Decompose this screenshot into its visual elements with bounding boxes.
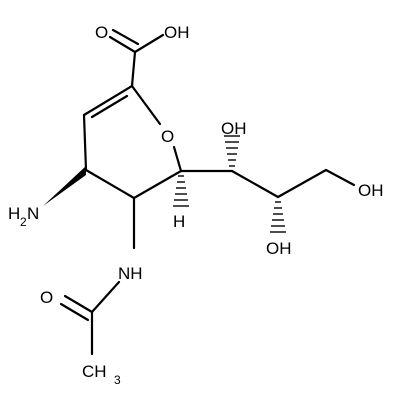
bond-c2-c3-a (82, 84, 134, 117)
label-c7-oh: OH (221, 119, 247, 138)
label-c9-oh: OH (358, 181, 384, 200)
label-carboxyl-oh: OH (164, 23, 190, 42)
bond-c6-ring-o (172, 145, 183, 173)
bond-c7-c8 (230, 169, 280, 199)
bond-c9-oh (324, 168, 356, 187)
label-amino-subscript: 2 (20, 215, 27, 229)
label-methyl-c: CH (82, 362, 107, 381)
bond-carboxyl-double-o-a (108, 35, 137, 54)
bond-carbonyl-o-b (59, 302, 90, 322)
bond-c4-c5 (84, 168, 136, 200)
bond-c8-c9 (276, 168, 328, 199)
bond-carboxyl-double-o-b (111, 28, 140, 46)
label-acetyl-o: O (40, 288, 53, 307)
bond-c5-c6 (132, 169, 183, 200)
label-c8-oh: OH (266, 239, 292, 258)
bond-c2-c3-b (90, 94, 129, 119)
label-stereo-h: H (173, 212, 185, 231)
label-amino-h: H (8, 204, 20, 223)
bond-carboxyl-oh (133, 33, 165, 54)
bond-c3-c4 (82, 113, 88, 172)
hash-c7-oh (224, 135, 240, 167)
bond-c2-carboxyl-c (130, 50, 137, 88)
label-methyl-subscript: 3 (114, 373, 121, 387)
wedge-c4-amino (43, 166, 86, 206)
label-amino-n: N (27, 204, 39, 223)
hash-c8-oh (270, 201, 286, 233)
label-ring-oxygen: O (161, 127, 174, 146)
bond-amide-n-carbonyl (90, 280, 121, 314)
label-amide-nh: NH (118, 264, 143, 283)
bond-ring-o-c2 (130, 84, 162, 126)
label-carboxyl-o: O (95, 23, 108, 42)
hash-c6-h (173, 175, 189, 207)
bond-carbonyl-o-a (63, 294, 94, 314)
